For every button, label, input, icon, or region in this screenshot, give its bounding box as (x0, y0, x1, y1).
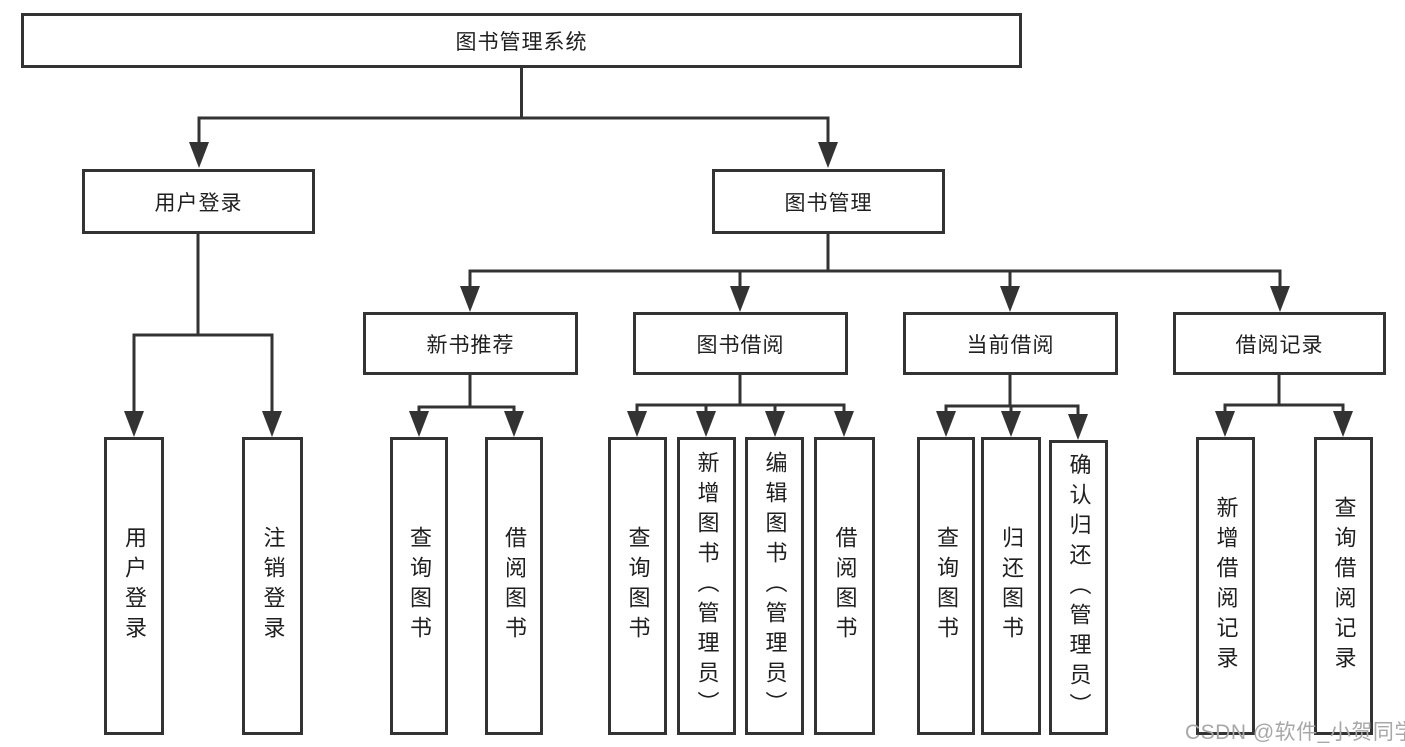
leaf-bb-query-books: 查询图书 (608, 437, 667, 735)
leaf-br-add-record: 新增借阅记录 (1196, 437, 1255, 735)
leaf-cb-query-books: 查询图书 (917, 437, 975, 735)
node-label: 新增借阅记录 (1213, 496, 1239, 676)
node-book-borrowing: 图书借阅 (633, 312, 848, 375)
node-label: 新增图书（管理员） (694, 451, 720, 721)
node-new-book-recommend: 新书推荐 (363, 312, 578, 375)
node-label: 当前借阅 (966, 333, 1055, 357)
csdn-watermark: CSDN @软件_小贺同学 (1185, 721, 1405, 744)
leaf-br-query-record: 查询借阅记录 (1314, 437, 1373, 735)
leaf-logout: 注销登录 (242, 437, 303, 735)
node-user-login-group: 用户登录 (82, 169, 315, 234)
leaf-user-login: 用户登录 (104, 437, 164, 735)
node-label: 图书管理 (784, 191, 873, 215)
node-label: 归还图书 (999, 526, 1024, 646)
node-book-management-group: 图书管理 (712, 169, 945, 234)
node-label: 图书管理系统 (455, 30, 588, 54)
node-label: 查询图书 (934, 526, 959, 646)
node-label: 确认归还（管理员） (1066, 452, 1092, 723)
node-label: 用户登录 (154, 191, 243, 215)
leaf-cb-confirm-return-admin: 确认归还（管理员） (1049, 440, 1108, 735)
leaf-cb-return-books: 归还图书 (981, 437, 1041, 735)
leaf-bb-add-books-admin: 新增图书（管理员） (677, 437, 736, 735)
node-label: 图书借阅 (696, 333, 785, 357)
node-label: 注销登录 (260, 526, 286, 646)
node-label: 借阅图书 (832, 526, 858, 646)
node-borrowing-records: 借阅记录 (1173, 312, 1386, 375)
node-label: 借阅记录 (1235, 333, 1324, 357)
node-label: 查询借阅记录 (1331, 496, 1357, 676)
leaf-bb-edit-books-admin: 编辑图书（管理员） (745, 437, 804, 735)
node-label: 查询图书 (407, 526, 432, 646)
leaf-bb-borrow-books: 借阅图书 (814, 437, 875, 735)
leaf-nb-borrow-books: 借阅图书 (485, 437, 543, 735)
leaf-nb-query-books: 查询图书 (390, 437, 448, 735)
node-label: 编辑图书（管理员） (762, 451, 788, 721)
node-label: 用户登录 (122, 526, 147, 646)
node-label: 新书推荐 (426, 333, 515, 357)
node-label: 查询图书 (625, 526, 651, 646)
node-library-management-system: 图书管理系统 (21, 13, 1022, 68)
node-label: 借阅图书 (502, 526, 527, 646)
node-current-borrowing: 当前借阅 (903, 312, 1118, 375)
